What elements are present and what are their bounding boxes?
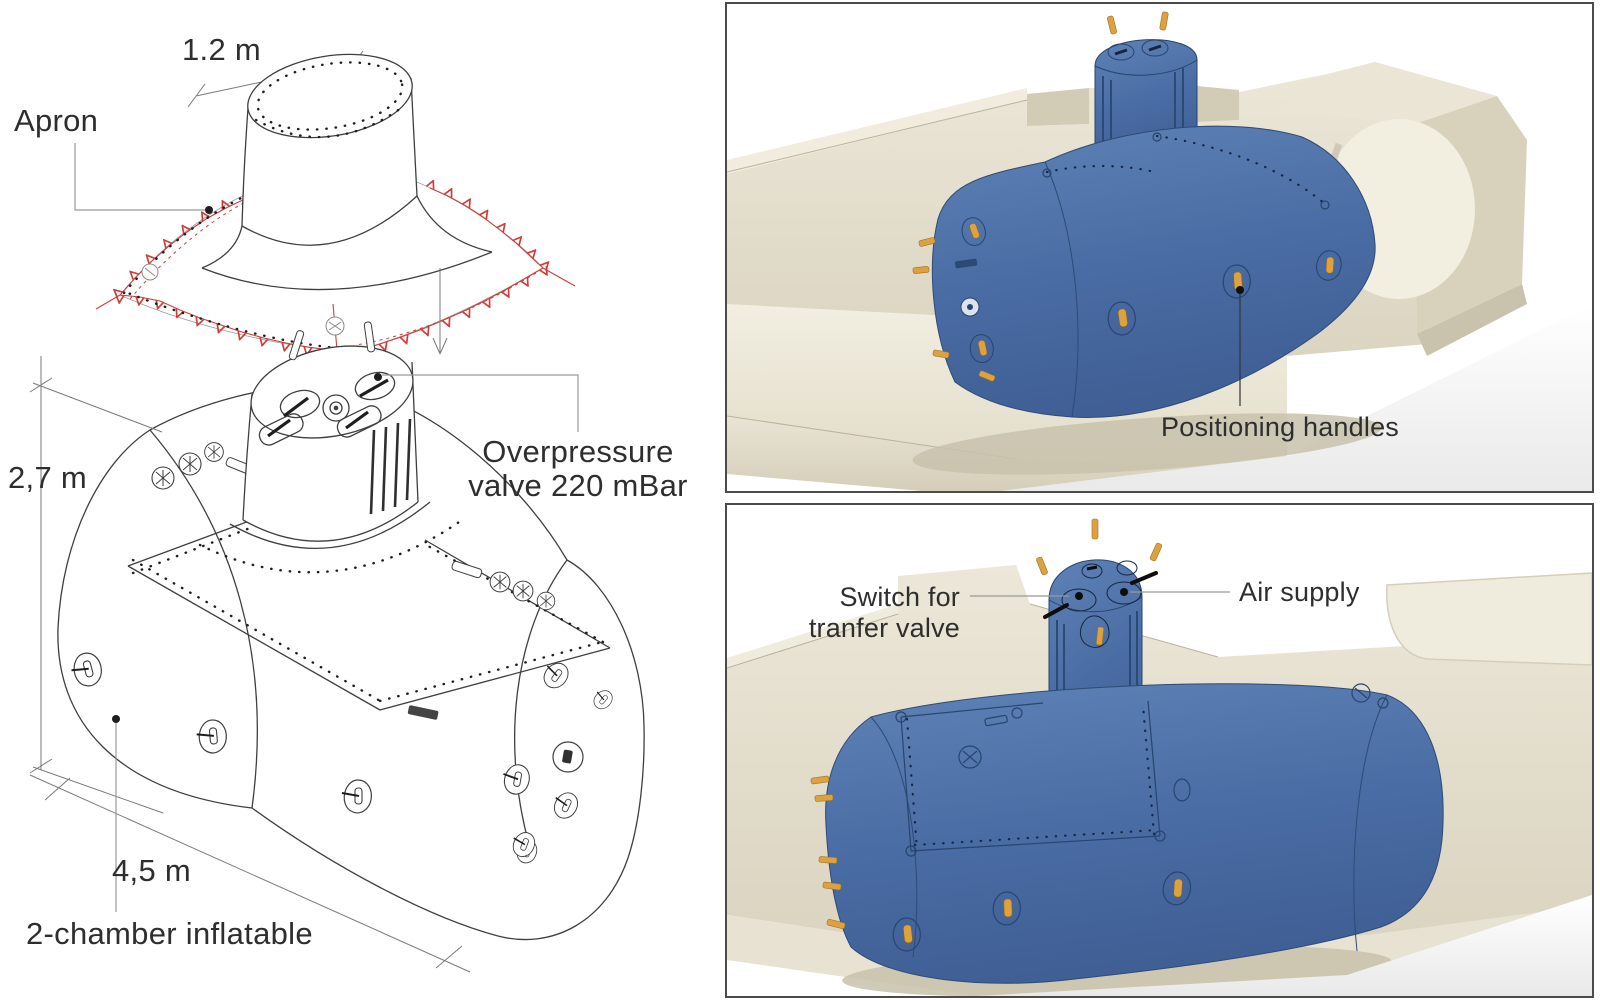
air-supply-label: Air supply (1239, 577, 1360, 607)
saddle-patch-seam (895, 700, 1191, 857)
apron-collar (201, 53, 493, 291)
saddle-patch-seam (127, 519, 611, 711)
overpressure-callout (374, 373, 579, 432)
apron-grommet-icon (141, 263, 345, 336)
switch-valve-label-line1: Switch for (839, 582, 960, 612)
technical-line-drawing: 1.2 m Apron 2,7 m 4,5 m Overpressure val… (8, 32, 688, 973)
inflatable-plug-body (57, 321, 645, 941)
positioning-handles-callout (1236, 286, 1244, 406)
render-panel-positioning: Positioning handles (725, 2, 1594, 493)
chamber-label: 2-chamber inflatable (26, 916, 313, 951)
render-plug-in-channel: Positioning handles (727, 11, 1592, 491)
inflatable-plug-render (912, 11, 1376, 418)
height-dim-label: 2,7 m (8, 460, 87, 495)
valve-icon (451, 560, 556, 611)
overpressure-label-line2: valve 220 mBar (468, 468, 688, 503)
render-plug-closeup: Switch for tranfer valve Air supply (727, 518, 1592, 996)
overpressure-label-line1: Overpressure (482, 434, 673, 469)
apron-label: Apron (14, 103, 98, 138)
dimension-length (29, 774, 471, 973)
end-cap-fittings (912, 214, 997, 382)
assembly-arrow-icon (432, 268, 448, 355)
chamber-callout (112, 715, 120, 912)
end-port-icon (407, 705, 584, 773)
apron-callout (74, 143, 213, 214)
length-dim-label: 4,5 m (112, 853, 191, 888)
switch-valve-label-line2: tranfer valve (809, 613, 960, 643)
positioning-handles-label: Positioning handles (1161, 412, 1399, 442)
valve-ports (1043, 560, 1158, 648)
plug-neck (198, 321, 464, 574)
inflatable-plug-render (810, 518, 1444, 984)
valve-ports (258, 321, 396, 446)
vent-slats-icon (369, 418, 412, 515)
render-panel-valves: Switch for tranfer valve Air supply (725, 503, 1594, 998)
dimension-height (29, 356, 164, 814)
valve-icon (958, 683, 1389, 769)
collar-dim-label: 1.2 m (182, 32, 261, 67)
apron-sheet (95, 170, 576, 352)
plug-shadow (912, 413, 1382, 475)
handle-pin-icon (810, 775, 846, 929)
